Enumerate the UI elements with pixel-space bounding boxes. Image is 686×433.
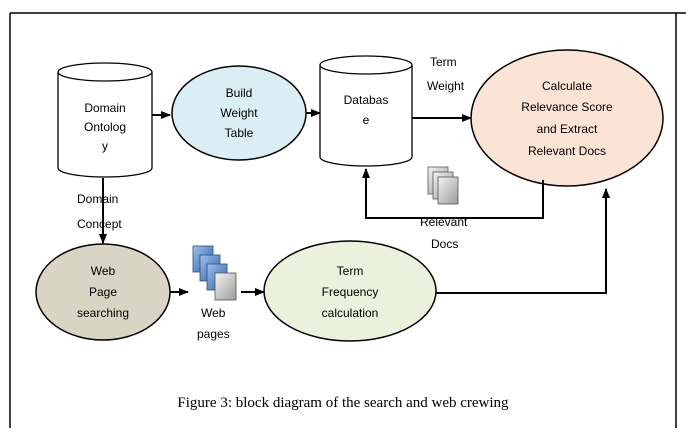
- build-weight-label-1: Build: [226, 86, 253, 100]
- web-pages-stack-icon: [192, 245, 237, 301]
- relevance-ellipse: [470, 49, 664, 187]
- relevant-docs-label-1: Relevant: [420, 215, 468, 229]
- term-freq-label-1: Term: [337, 264, 364, 278]
- build-weight-label-3: Table: [225, 126, 254, 140]
- database-label-1: Databas: [344, 93, 389, 107]
- domain-ontology-label-3: y: [102, 139, 108, 153]
- domain-concept-label-2: Concept: [77, 217, 122, 231]
- web-pages-label-1: Web: [201, 306, 226, 320]
- edge-termfreq-to-relevance: [436, 188, 610, 294]
- edges: [99, 109, 610, 296]
- domain-ontology-label-1: Domain: [84, 101, 125, 115]
- relevance-label-4: Relevant Docs: [528, 144, 606, 158]
- edge-relevance-to-database: [362, 168, 544, 219]
- figure-caption: Figure 3: block diagram of the search an…: [177, 395, 509, 411]
- domain-ontology-label-2: Ontolog: [84, 120, 126, 134]
- relevance-label-1: Calculate: [542, 79, 592, 93]
- web-page-label-1: Web: [91, 264, 116, 278]
- term-weight-label-1: Term: [430, 55, 457, 69]
- term-freq-label-2: Frequency: [322, 285, 379, 299]
- relevance-label-3: and Extract: [537, 122, 598, 136]
- web-page-label-3: searching: [77, 306, 129, 320]
- term-frequency-node: Term Frequency calculation: [263, 240, 437, 342]
- relevant-docs-label-2: Docs: [431, 237, 458, 251]
- web-page-searching-node: Web Page searching: [35, 243, 171, 341]
- database-label-2: e: [363, 113, 370, 127]
- document-stack-icon: [427, 166, 459, 205]
- relevance-score-node: Calculate Relevance Score and Extract Re…: [470, 49, 664, 187]
- term-freq-label-3: calculation: [322, 306, 379, 320]
- web-page-label-2: Page: [89, 285, 117, 299]
- domain-concept-label-1: Domain: [77, 192, 118, 206]
- build-weight-table-node: Build Weight Table: [171, 65, 307, 161]
- domain-ontology-node: Domain Ontolog y: [57, 62, 153, 178]
- relevance-label-2: Relevance Score: [521, 100, 613, 114]
- term-weight-label-2: Weight: [427, 79, 465, 93]
- web-pages-label-2: pages: [197, 327, 230, 341]
- database-node: Databas e: [319, 55, 413, 167]
- build-weight-label-2: Weight: [220, 106, 258, 120]
